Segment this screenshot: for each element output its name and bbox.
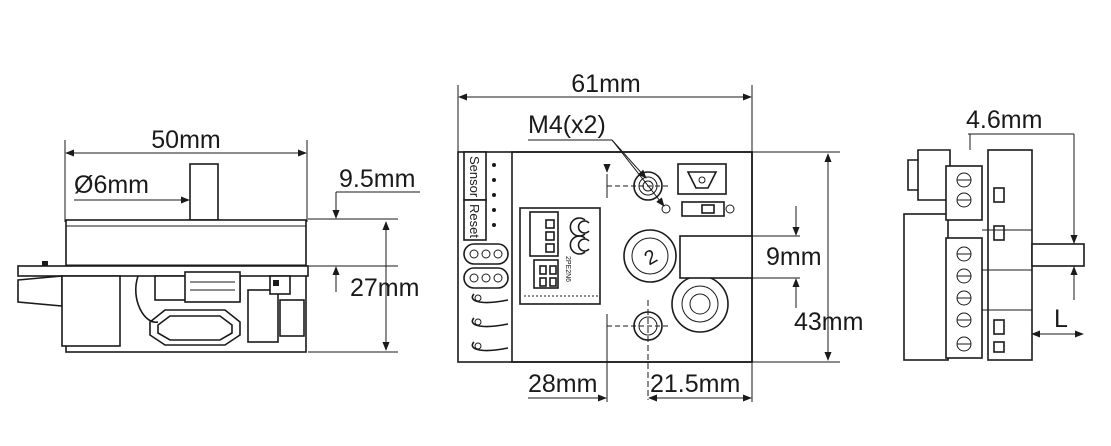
main-height-label: 43mm — [794, 308, 863, 336]
board-code-label: 2PE2N6 — [564, 256, 571, 282]
front-width-label: 50mm — [151, 126, 220, 154]
mount-holes-label: M4(x2) — [528, 111, 606, 139]
side-length-label: L — [1054, 305, 1068, 333]
shaft-diameter-label: Ø6mm — [74, 171, 149, 199]
side-depth-label: 4.6mm — [966, 106, 1042, 134]
main-width-label: 61mm — [571, 70, 640, 98]
front-view: 50mm Ø6mm 9.5mm — [17, 126, 420, 353]
front-height-label: 27mm — [350, 274, 419, 302]
reset-label: Reset — [467, 204, 482, 238]
sensor-label: Sensor — [467, 156, 482, 198]
top-view: 61mm Sensor Reset 2PE2N6 — [457, 70, 863, 402]
hole-left-label: 28mm — [528, 370, 597, 398]
shaft — [189, 163, 219, 221]
gap-height-label: 9mm — [766, 243, 822, 271]
side-body — [987, 149, 1033, 361]
side-view: 4.6mm L — [903, 106, 1085, 361]
side-shaft — [1031, 243, 1085, 267]
setting-dial-2 — [671, 275, 729, 333]
shaft-offset-label: 9.5mm — [339, 165, 415, 193]
hole-right-label: 21.5mm — [650, 370, 740, 398]
